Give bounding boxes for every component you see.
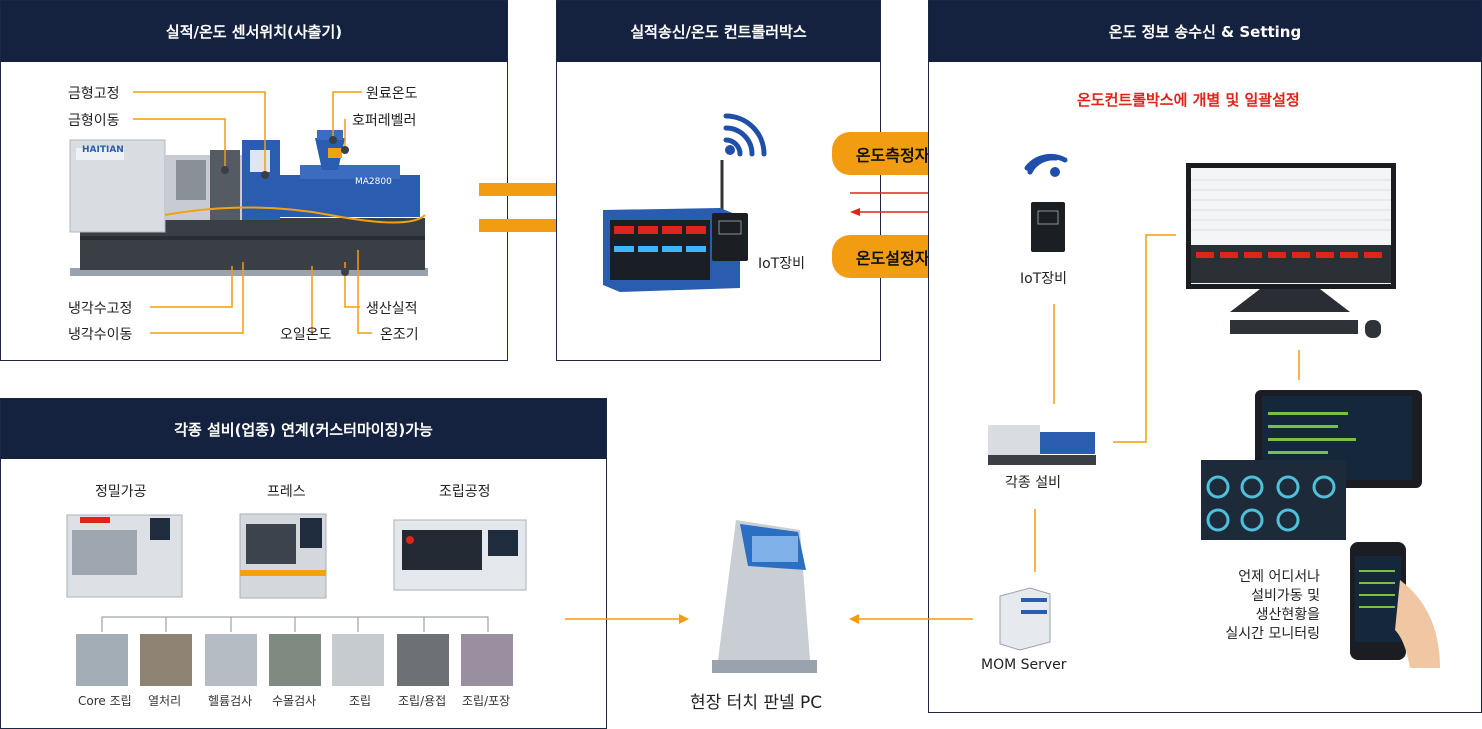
machine-label-assembly: 조립공정 xyxy=(439,484,491,500)
label-temp-controller: 온조기 xyxy=(380,327,419,343)
machine-model: MA2800 xyxy=(355,177,392,187)
controller-panel-title: 실적송신/온도 컨트롤러박스 xyxy=(557,1,880,62)
process-label-pack: 조립/포장 xyxy=(462,694,511,708)
sensor-panel-title: 실적/온도 센서위치(사출기) xyxy=(1,1,507,62)
controller-iot-label: IoT장비 xyxy=(758,256,806,272)
process-label-assembly: 조립 xyxy=(349,694,372,708)
machine-brand: HAITIAN xyxy=(82,145,124,155)
mom-server-label: MOM Server xyxy=(981,657,1067,673)
equipment-label: 각종 설비 xyxy=(1005,475,1061,491)
mobile-monitoring-text: 언제 어디서나 설비가동 및 생산현황을 실시간 모니터링 xyxy=(1190,568,1320,644)
setting-red-title: 온도컨트롤박스에 개별 및 일괄설정 xyxy=(1077,91,1300,109)
process-label-heat: 열처리 xyxy=(148,694,182,708)
setting-iot-label: IoT장비 xyxy=(1020,271,1068,287)
process-label-water: 수몰검사 xyxy=(272,694,317,708)
mobile-text-line: 생산현황을 xyxy=(1255,607,1320,623)
label-mold-fix: 금형고정 xyxy=(68,86,120,102)
kiosk-label: 현장 터치 판넬 PC xyxy=(690,693,823,713)
label-production: 생산실적 xyxy=(366,301,418,317)
mobile-text-line: 설비가동 및 xyxy=(1251,588,1320,604)
machine-label-press: 프레스 xyxy=(267,484,306,500)
label-hopper-pellet: 호퍼레벨러 xyxy=(352,113,417,129)
label-oil-temp: 오일온도 xyxy=(280,327,332,343)
process-label-core: Core 조립 xyxy=(78,694,132,708)
mobile-text-line: 실시간 모니터링 xyxy=(1225,626,1320,642)
machine-label-precision: 정밀가공 xyxy=(95,484,147,500)
label-material-temp: 원료온도 xyxy=(366,86,418,102)
setting-panel-title: 온도 정보 송수신 & Setting xyxy=(929,1,1481,62)
label-coolant-fix: 냉각수고정 xyxy=(68,301,133,317)
controller-panel: 실적송신/온도 컨트롤러박스 xyxy=(556,0,881,361)
mobile-text-line: 언제 어디서나 xyxy=(1238,569,1320,585)
label-mold-move: 금형이동 xyxy=(68,113,120,129)
process-label-weld: 조립/용접 xyxy=(398,694,447,708)
label-coolant-move: 냉각수이동 xyxy=(68,327,133,343)
equipment-panel-title: 각종 설비(업종) 연계(커스터마이징)가능 xyxy=(1,399,606,459)
process-label-helium: 헬륨검사 xyxy=(208,694,253,708)
equipment-panel: 각종 설비(업종) 연계(커스터마이징)가능 xyxy=(0,398,607,729)
